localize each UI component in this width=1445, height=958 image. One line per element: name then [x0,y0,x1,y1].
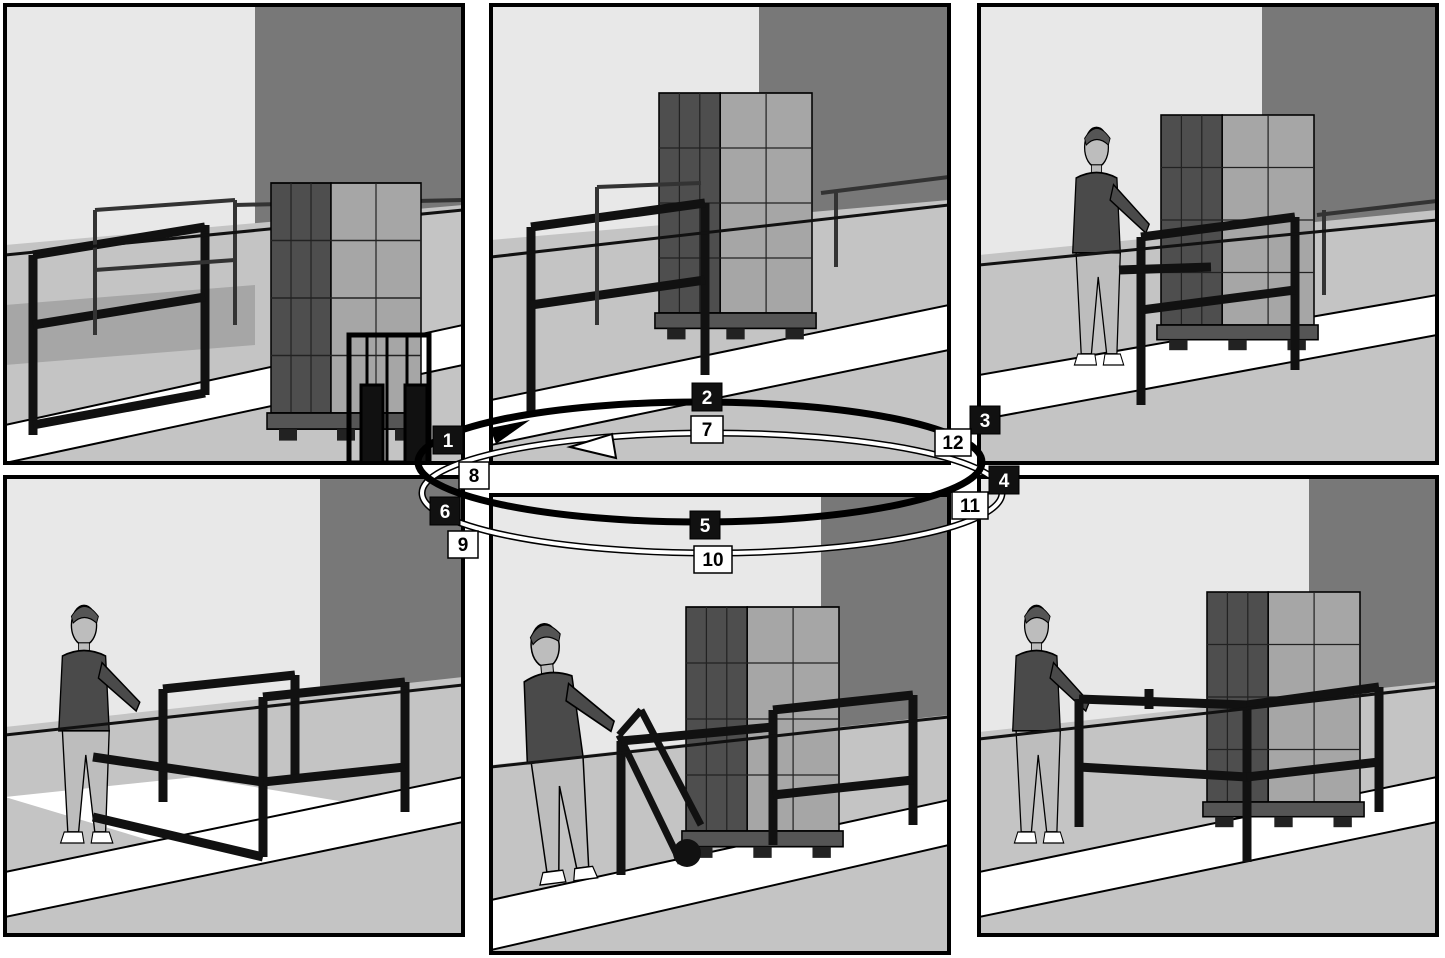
panel-3 [979,5,1437,463]
svg-text:9: 9 [458,535,469,556]
svg-text:2: 2 [702,388,713,409]
step-badge-2: 2 [692,383,722,411]
step-badge-7: 7 [691,416,723,443]
svg-text:10: 10 [702,550,723,571]
svg-text:1: 1 [443,431,454,452]
step-badge-9: 9 [448,531,478,558]
svg-text:8: 8 [469,466,480,487]
step-badge-1: 1 [433,426,463,454]
svg-text:11: 11 [960,496,981,517]
svg-text:3: 3 [980,411,991,432]
step-badge-12: 12 [935,429,971,456]
svg-text:4: 4 [999,471,1010,492]
step-badge-4: 4 [989,466,1019,494]
panel-1 [5,5,463,463]
step-badge-10: 10 [694,546,732,573]
svg-text:6: 6 [440,502,451,523]
step-badge-6: 6 [430,497,460,525]
step-badge-8: 8 [459,462,489,489]
step-badge-5: 5 [690,511,720,539]
svg-text:12: 12 [942,433,963,454]
step-badge-3: 3 [970,406,1000,434]
svg-text:7: 7 [702,420,713,441]
svg-text:5: 5 [700,516,711,537]
step-badge-11: 11 [952,492,988,519]
panel-4 [5,477,463,935]
panel-6 [979,477,1437,935]
